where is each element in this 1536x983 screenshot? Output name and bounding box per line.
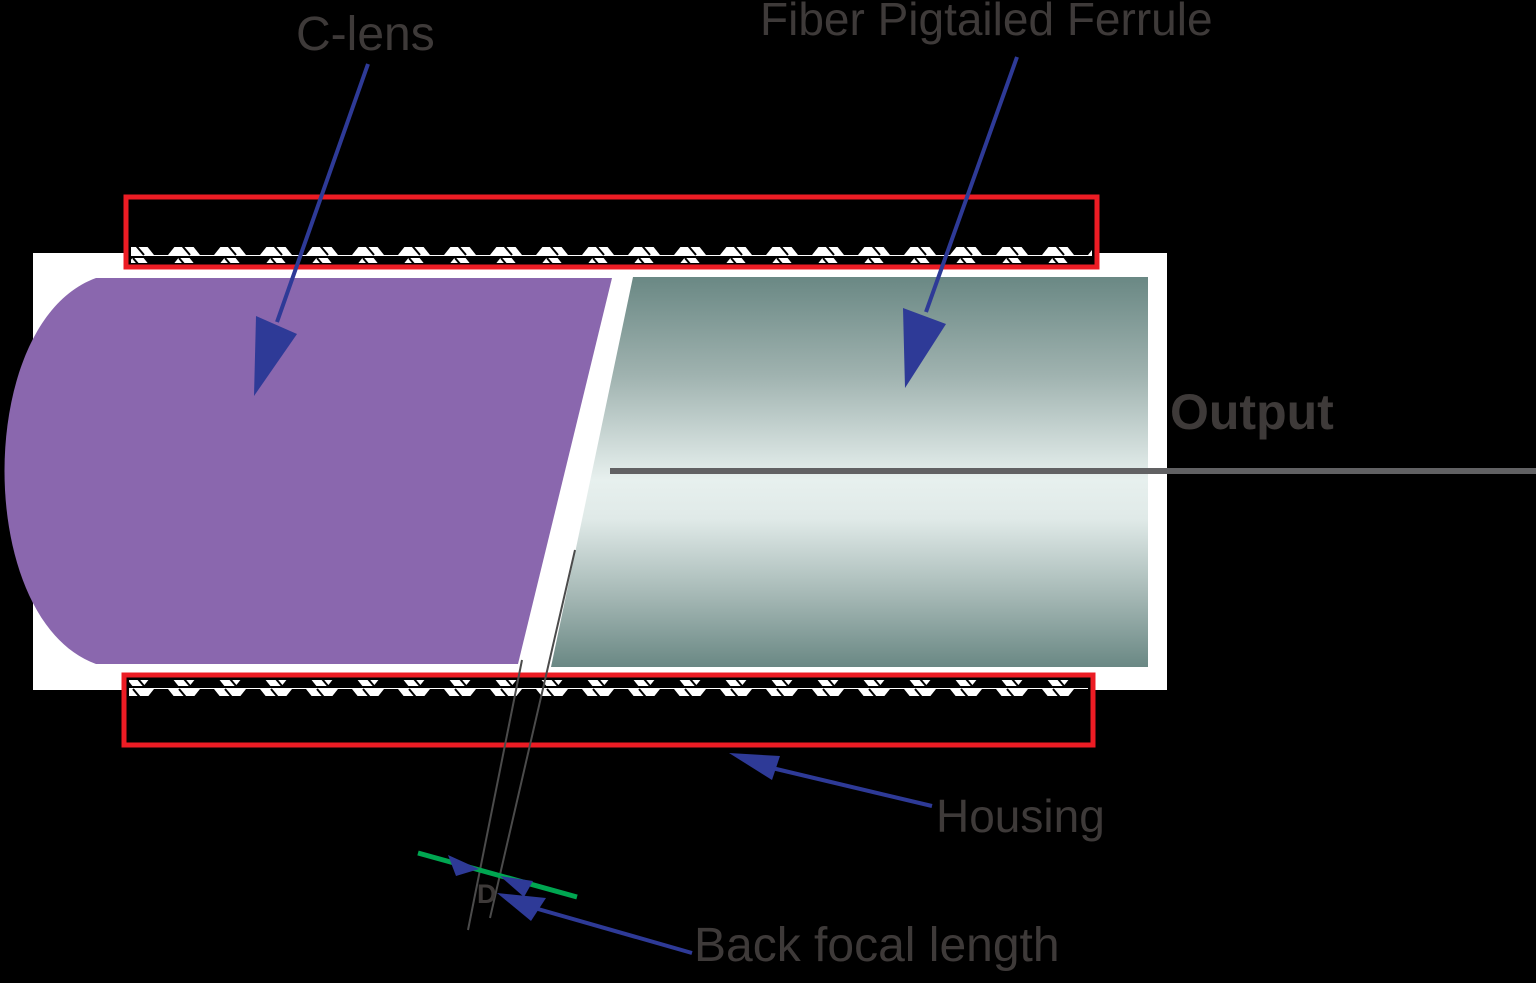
- label-back-focal-length: Back focal length: [694, 919, 1060, 972]
- ferrule-arrowhead-icon: [903, 308, 946, 388]
- housing-top: [123, 194, 1100, 270]
- ferrule-leader-arrow: [903, 56, 1019, 388]
- c-lens-body: [4, 278, 612, 664]
- gap-dimension-line: [417, 850, 578, 900]
- housing-bottom-threads: [129, 680, 1088, 696]
- lens-facet-extension-line: [467, 659, 523, 931]
- back-focal-length-leader-arrow: [497, 893, 693, 955]
- gap-dimension-arrow-left-icon: [448, 855, 479, 876]
- housing-leader-arrow: [729, 753, 933, 808]
- housing-top-threads: [131, 247, 1092, 263]
- label-gap-dimension-d: D: [477, 879, 497, 909]
- label-fiber-pigtailed-ferrule: Fiber Pigtailed Ferrule: [760, 0, 1213, 45]
- c-lens-arrowhead-icon: [254, 316, 297, 396]
- label-output: Output: [1170, 384, 1334, 440]
- label-c-lens: C-lens: [296, 8, 435, 61]
- back-focal-length-arrowhead-icon: [497, 893, 546, 921]
- c-lens-leader-arrow: [254, 63, 370, 396]
- ferrule-facet-extension-line: [489, 549, 576, 919]
- label-housing: Housing: [936, 790, 1105, 842]
- housing-bottom: [121, 672, 1096, 748]
- output-beam-line: [610, 468, 1536, 474]
- housing-arrowhead-icon: [729, 753, 780, 780]
- gap-dimension-arrow-right-icon: [500, 876, 533, 897]
